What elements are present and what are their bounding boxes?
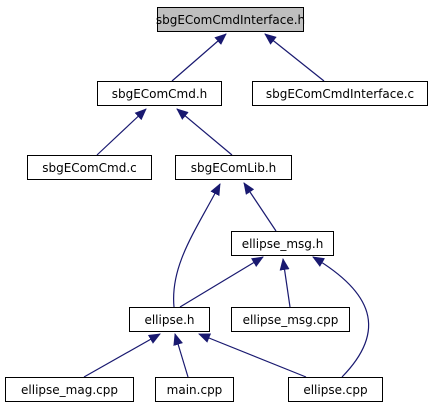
edge-ellipse_cpp-to-ellipse_msg_h	[312, 256, 370, 378]
edge-ellipse_cpp-to-ellipse_h	[198, 333, 307, 378]
edges	[83, 33, 370, 378]
node-box	[231, 307, 350, 332]
nodes: sbgEComCmdInterface.h sbgEComCmd.h sbgECom…	[5, 7, 428, 402]
node-label: sbgEComCmd.c	[42, 161, 137, 175]
node-box	[129, 307, 210, 332]
node-ellipse_cpp[interactable]: ellipse.cpp	[288, 377, 383, 402]
node-sbgEComLib_h[interactable]: sbgEComLib.h	[175, 155, 292, 180]
node-box	[155, 377, 234, 402]
edge-ellipse_mag_cpp-to-ellipse_h	[83, 333, 161, 378]
node-box	[288, 377, 383, 402]
node-label: ellipse.cpp	[303, 383, 367, 397]
node-label: sbgEComCmd.h	[112, 87, 208, 101]
node-label: sbgEComLib.h	[191, 161, 277, 175]
node-label: ellipse_msg.h	[242, 237, 324, 251]
node-sbgEComCmdInterface_h: sbgEComCmdInterface.h	[156, 7, 305, 32]
node-box	[231, 231, 334, 256]
edge-ellipse_msg_h-to-sbgEComLib_h	[243, 182, 277, 232]
node-box	[157, 7, 304, 32]
node-ellipse_msg_cpp[interactable]: ellipse_msg.cpp	[231, 307, 350, 332]
node-box	[27, 155, 152, 180]
edge-ellipse_h-to-ellipse_msg_h	[179, 256, 264, 308]
node-label: sbgEComCmdInterface.h	[156, 13, 305, 27]
node-label: main.cpp	[167, 383, 223, 397]
node-box	[175, 155, 292, 180]
node-sbgEComCmd_h[interactable]: sbgEComCmd.h	[97, 81, 222, 106]
node-box	[252, 81, 428, 106]
edge-sbgEComCmdInterface_c-to-sbgEComCmdInterface_h	[264, 33, 325, 82]
edge-sbgEComLib_h-to-sbgEComCmd_h	[176, 108, 233, 156]
node-ellipse_h[interactable]: ellipse.h	[129, 307, 210, 332]
node-ellipse_mag_cpp[interactable]: ellipse_mag.cpp	[5, 377, 134, 402]
node-sbgEComCmd_c[interactable]: sbgEComCmd.c	[27, 155, 152, 180]
edge-sbgEComCmd_c-to-sbgEComCmd_h	[96, 108, 147, 156]
edge-ellipse_msg_cpp-to-ellipse_msg_h	[279, 258, 291, 308]
node-label: sbgEComCmdInterface.c	[266, 87, 414, 101]
node-sbgEComCmdInterface_c[interactable]: sbgEComCmdInterface.c	[252, 81, 428, 106]
node-box	[5, 377, 134, 402]
edge-sbgEComCmd_h-to-sbgEComCmdInterface_h	[171, 33, 227, 82]
edge-ellipse_h-to-sbgEComLib_h	[173, 183, 221, 308]
node-label: ellipse.h	[144, 313, 194, 327]
node-main_cpp[interactable]: main.cpp	[155, 377, 234, 402]
node-label: ellipse_mag.cpp	[21, 383, 118, 397]
node-ellipse_msg_h[interactable]: ellipse_msg.h	[231, 231, 334, 256]
edge-main_cpp-to-ellipse_h	[173, 333, 189, 378]
node-box	[97, 81, 222, 106]
node-label: ellipse_msg.cpp	[243, 313, 339, 327]
